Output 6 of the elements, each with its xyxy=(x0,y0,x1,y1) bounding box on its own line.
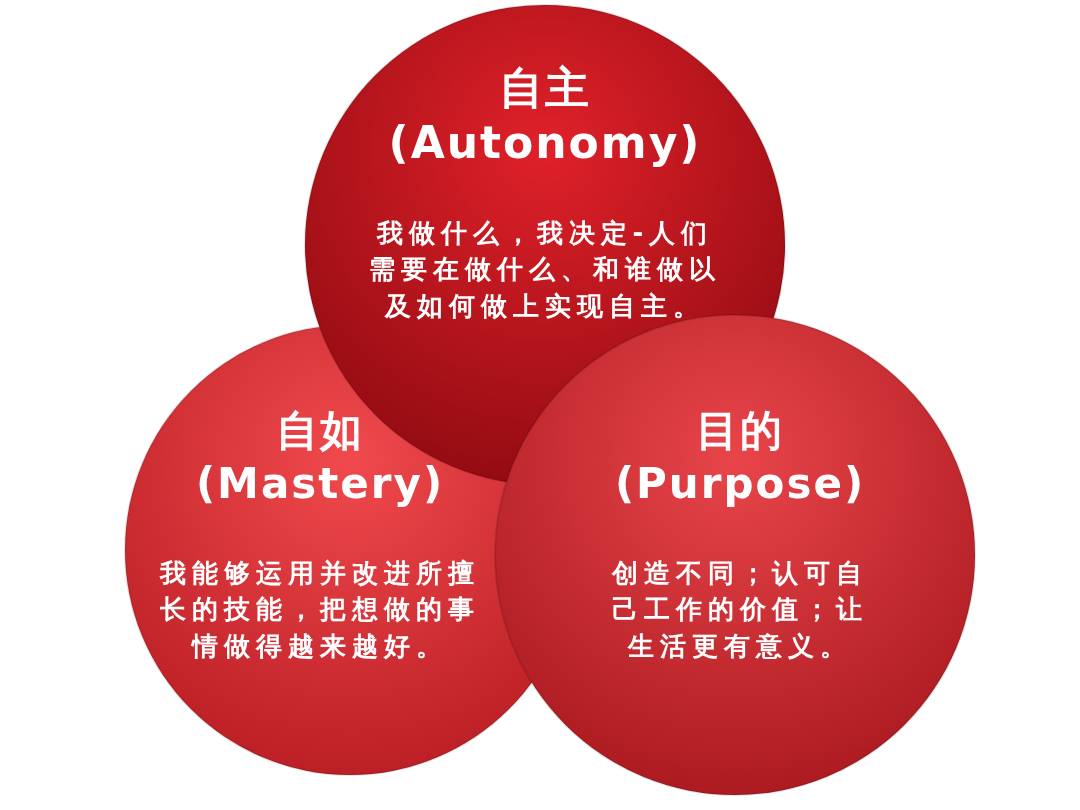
circle-heading: 自如 (Mastery) xyxy=(195,405,445,510)
circle-body-text: 我能够运用并改进所擅长的技能，把想做的事情做得越来越好。 xyxy=(158,557,481,663)
circle-heading: 目的 (Purpose) xyxy=(614,405,866,510)
circle-body-text: 创造不同；认可自己工作的价值；让生活更有意义。 xyxy=(610,557,869,663)
circle-body-text: 我做什么，我决定-人们需要在做什么、和谁做以及如何做上实现自主。 xyxy=(368,217,722,323)
circle-heading: 自主 (Autonomy) xyxy=(388,61,702,170)
